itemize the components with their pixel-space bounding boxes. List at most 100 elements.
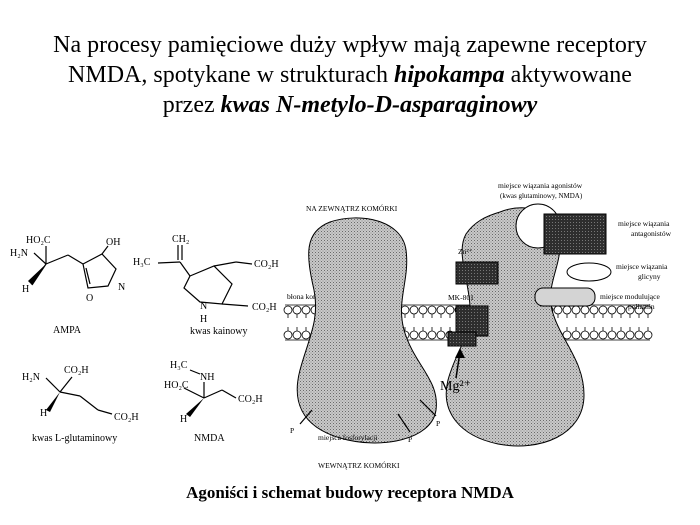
lipid-head	[607, 330, 617, 340]
heading-line-3-text: przez	[162, 92, 221, 118]
atom-co2h-2: CO₂H	[252, 302, 277, 313]
lipid-head	[598, 305, 608, 315]
lipid-head	[292, 305, 302, 315]
label-agonist-site: miejsce wiązania agonistów	[498, 181, 583, 190]
lipid-head	[427, 305, 437, 315]
lipid-head	[580, 305, 590, 315]
heading-line-2-end: aktywowane	[504, 62, 632, 88]
label-p-3: P	[436, 419, 440, 428]
atom-co2h: CO₂H	[254, 259, 279, 270]
atom-o: O	[86, 293, 93, 304]
lipid-head	[409, 305, 419, 315]
atom-co2h: CO₂H	[238, 394, 263, 405]
lipid-head	[301, 305, 311, 315]
atom-n: N	[118, 282, 125, 293]
label-nmda: NMDA	[194, 433, 225, 444]
lipid-head	[553, 305, 563, 315]
lipid-head	[616, 305, 626, 315]
lipid-head	[598, 330, 608, 340]
label-polyamine-site: miejsce modulujące	[600, 292, 660, 301]
antagonist-site	[543, 213, 607, 255]
zn-site	[455, 261, 499, 285]
wedge	[28, 264, 46, 285]
atom-h3c: H₃C	[170, 360, 188, 371]
molecule-ampa: HO₂C H₂N H OH O N AMPA	[10, 235, 125, 336]
label-mk801: MK-801	[448, 293, 474, 302]
heading-emphasis-nmda-acid: kwas N-metylo-D-asparaginowy	[220, 92, 538, 118]
label-polyamine-site-2: poliamin	[628, 302, 655, 311]
atom-co2h: CO₂H	[64, 365, 89, 376]
lipid-head	[436, 305, 446, 315]
heading-line-3: przez kwas N-metylo-D-asparaginowy	[0, 90, 700, 120]
atom-h: H	[180, 414, 187, 425]
mg-site	[447, 331, 477, 347]
atom-n: N	[200, 301, 207, 312]
lipid-head	[589, 305, 599, 315]
lipid-head	[436, 330, 446, 340]
atom-h: H	[40, 408, 47, 419]
heading-emphasis-hipokampa: hipokampa	[393, 62, 505, 88]
receptor-subunit-left	[296, 217, 437, 444]
label-p-2: P	[408, 435, 412, 444]
lipid-head	[571, 305, 581, 315]
lipid-head	[643, 330, 653, 340]
molecule-kainic-acid: CH₂ H₃C CO₂H CO₂H N H kwas kainowy	[133, 234, 279, 337]
lipid-head	[625, 330, 635, 340]
lipid-head	[445, 305, 455, 315]
atom-nh: NH	[200, 372, 214, 383]
glycine-site	[566, 262, 612, 282]
label-membrane: błona komórkowa	[287, 292, 342, 301]
page-heading: Na procesy pamięciowe duży wpływ mają za…	[0, 30, 700, 120]
label-outside-cell: NA ZEWNĄTRZ KOMÓRKI	[306, 203, 398, 213]
atom-h2n: H₂N	[10, 248, 28, 259]
atom-h2n: H₂N	[22, 372, 40, 383]
lipid-head	[292, 330, 302, 340]
lipid-head	[283, 330, 293, 340]
wedge	[186, 398, 204, 417]
lipid-head	[580, 330, 590, 340]
label-ampa: AMPA	[53, 325, 82, 336]
label-mg: Mg²⁺	[440, 379, 471, 394]
atom-oh: OH	[106, 237, 120, 248]
lipid-head	[418, 330, 428, 340]
label-phosphorylation: miejsca fosforylacji	[318, 433, 377, 442]
label-kainic-acid: kwas kainowy	[190, 326, 248, 337]
figure-caption: Agoniści i schemat budowy receptora NMDA	[186, 483, 514, 502]
label-zn: Zn²⁺	[458, 247, 473, 256]
atom-h3c: H₃C	[133, 257, 151, 268]
label-glutamate: kwas L-glutaminowy	[32, 433, 117, 444]
lipid-head	[562, 305, 572, 315]
label-antagonist-site: miejsce wiązania	[618, 219, 670, 228]
label-inside-cell: WEWNĄTRZ KOMÓRKI	[318, 460, 400, 470]
label-agonist-site-sub: (kwas glutaminowy, NMDA)	[500, 192, 583, 200]
mg-arrowhead	[455, 348, 465, 358]
atom-co2h-2: CO₂H	[114, 412, 139, 423]
label-antagonist-site-2: antagonistów	[631, 229, 672, 238]
lipid-head	[607, 305, 617, 315]
atom-ho2c: HO₂C	[26, 235, 51, 246]
lipid-head	[301, 330, 311, 340]
lipid-head	[418, 305, 428, 315]
label-glycine-site: miejsce wiązania	[616, 262, 668, 271]
atom-ho2c: HO₂C	[164, 380, 189, 391]
phosphorylation-marks	[299, 399, 437, 433]
heading-line-1: Na procesy pamięciowe duży wpływ mają za…	[53, 32, 647, 58]
label-glycine-site-2: glicyny	[638, 272, 661, 281]
lipid-head	[283, 305, 293, 315]
wedge	[46, 392, 60, 412]
molecule-glutamate: H₂N CO₂H H CO₂H kwas L-glutaminowy	[22, 365, 139, 444]
lipid-head	[400, 305, 410, 315]
molecule-nmda: H₃C NH HO₂C H CO₂H NMDA	[164, 360, 263, 444]
lipid-head	[589, 330, 599, 340]
lipid-head	[409, 330, 419, 340]
label-p-1: P	[290, 426, 294, 435]
atom-h: H	[200, 314, 207, 325]
atom-ch2: CH₂	[172, 234, 189, 245]
lipid-head	[571, 330, 581, 340]
lipid-head	[616, 330, 626, 340]
atom-h: H	[22, 284, 29, 295]
lipid-head	[427, 330, 437, 340]
lipid-head	[634, 330, 644, 340]
polyamine-site	[534, 287, 596, 307]
